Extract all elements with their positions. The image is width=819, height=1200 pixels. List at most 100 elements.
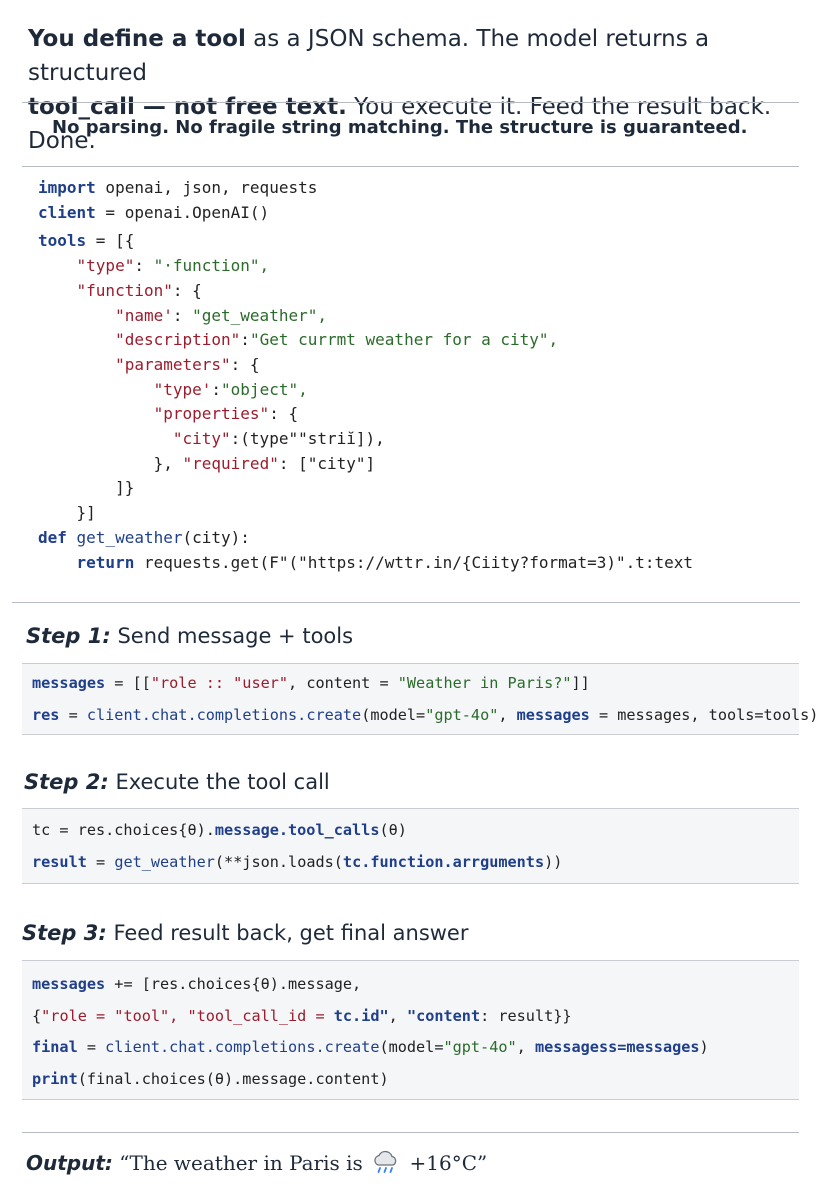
code-text: = messages, tools=tools) — [589, 705, 819, 724]
code-text: openai, json, requests — [95, 178, 318, 197]
code-keyword: client — [38, 202, 96, 222]
code-string: "gpt-4o" — [425, 705, 499, 724]
output-text-after: +16°C” — [403, 1151, 488, 1175]
code-text: ]] — [571, 674, 590, 692]
code-keyword: messages — [32, 674, 106, 692]
output-label: Output: — [26, 1151, 113, 1175]
step-2-code: tc = res.choices{θ).message.tool_calls(θ… — [32, 815, 562, 878]
divider — [22, 102, 799, 103]
intro-paragraph: You define a tool as a JSON schema. The … — [28, 22, 808, 158]
code-text: (θ) — [379, 821, 407, 839]
code-text: requests.get(F"("https://wttr.in/{Ciity?… — [134, 552, 694, 572]
code-text: = — [59, 705, 87, 724]
output-text-before: “The weather in Paris is — [112, 1151, 370, 1175]
step-2-heading: Step 2: Execute the tool call — [24, 770, 330, 794]
code-text: : { — [172, 280, 202, 300]
step-3-heading: Step 3: Feed result back, get final answ… — [22, 921, 468, 945]
code-text: { — [32, 1006, 42, 1025]
output-line: Output: “The weather in Paris is +16°C” — [26, 1150, 487, 1181]
tool-definition-code: import openai, json, requests client = o… — [38, 176, 693, 575]
code-text: : — [134, 256, 154, 276]
code-text: : { — [230, 354, 260, 374]
step-text: Execute the tool call — [108, 770, 330, 794]
code-text: : — [240, 330, 250, 350]
code-text: = [[ — [105, 674, 151, 692]
code-string: "function" — [76, 280, 173, 300]
tagline: No parsing. No fragile string matching. … — [52, 117, 748, 138]
code-function-name: get_weather — [66, 527, 183, 547]
code-string: "·function", — [153, 256, 270, 276]
code-text: (model= — [361, 705, 426, 724]
step-3-code-box: messages += [res.choices{θ).message, {"r… — [22, 960, 799, 1100]
code-keyword: tc.function.arrguments — [342, 852, 545, 871]
code-text: tc = res.choices{θ). — [32, 821, 215, 839]
code-keyword: tools — [38, 231, 87, 251]
code-text: , — [388, 1006, 407, 1025]
code-text: = openai.OpenAI() — [95, 202, 270, 222]
code-string: "object", — [221, 379, 308, 399]
code-text: }] — [76, 503, 96, 523]
code-string: "name' — [115, 305, 173, 325]
cloud-rain-icon — [371, 1150, 401, 1181]
code-text: ]} — [115, 478, 135, 498]
step-3-code: messages += [res.choices{θ).message, {"r… — [32, 969, 709, 1095]
divider — [22, 166, 799, 167]
code-keyword: return — [76, 552, 135, 572]
code-string: "parameters" — [115, 354, 231, 374]
code-string: "get_weather", — [192, 305, 327, 325]
code-string: "role = "tool", "tool_call_id = — [41, 1006, 334, 1025]
code-text: : result}} — [480, 1006, 572, 1025]
code-function-name: get_weather — [114, 852, 215, 871]
code-keyword: import — [38, 178, 96, 197]
code-text: = — [77, 1038, 106, 1056]
code-keyword: "content — [406, 1006, 481, 1025]
code-keyword: messages — [516, 705, 590, 724]
code-string: "city" — [172, 429, 231, 449]
code-keyword: res — [32, 705, 60, 724]
divider — [22, 1132, 799, 1133]
intro-bold-1: You define a tool — [28, 26, 246, 52]
code-string: "gpt-4o" — [443, 1038, 517, 1056]
code-string: "description" — [115, 330, 241, 350]
step-1-code: messages = [["role :: "user", content = … — [32, 668, 818, 731]
code-text: }, — [153, 453, 183, 473]
code-text: = — [86, 852, 115, 871]
code-keyword: tc.id" — [333, 1006, 389, 1025]
step-1-heading: Step 1: Send message + tools — [26, 624, 353, 648]
step-label: Step 2: — [24, 770, 109, 794]
code-string: "role :: "user" — [150, 674, 289, 692]
intro-text-1: as a JSON schema. The model returns a st… — [28, 26, 710, 86]
code-text: = [{ — [86, 231, 135, 251]
code-keyword: final — [32, 1038, 78, 1056]
divider — [12, 602, 800, 603]
code-text: (final.choices(θ).message.content) — [77, 1069, 389, 1088]
code-string: "type" — [76, 256, 135, 276]
code-keyword: result — [32, 852, 87, 871]
code-keyword: messages — [32, 975, 106, 993]
code-text: ) — [699, 1038, 709, 1056]
code-text: , content = — [288, 674, 398, 692]
code-text: : — [172, 305, 193, 325]
code-text: , — [516, 1038, 535, 1056]
code-text: += [res.choices{θ).message, — [105, 975, 362, 993]
code-string: "required" — [182, 453, 279, 473]
code-text: )) — [544, 852, 563, 871]
code-text: (model= — [379, 1038, 444, 1056]
code-string: "type' — [153, 379, 212, 399]
step-label: Step 3: — [22, 921, 107, 945]
code-keyword: def — [38, 527, 67, 547]
step-1-code-box: messages = [["role :: "user", content = … — [22, 663, 818, 735]
code-keyword: print — [32, 1069, 78, 1088]
intro-text-2: You execute it. Feed the result back. Do… — [28, 94, 772, 154]
code-function-name: client.chat.completions.create — [105, 1038, 380, 1056]
code-string: "properties" — [153, 404, 270, 424]
code-text: (city): — [182, 527, 250, 547]
code-text: (**json.loads( — [214, 852, 343, 871]
code-string: "Weather in Paris?" — [397, 674, 572, 692]
code-keyword: messagess=messages — [534, 1038, 700, 1056]
code-text: , — [498, 705, 517, 724]
code-string: "Get currmt weather for a city", — [249, 330, 559, 350]
code-text: : ["city"] — [278, 453, 376, 473]
step-text: Feed result back, get final answer — [106, 921, 469, 945]
code-keyword: message.tool_calls — [214, 821, 380, 839]
